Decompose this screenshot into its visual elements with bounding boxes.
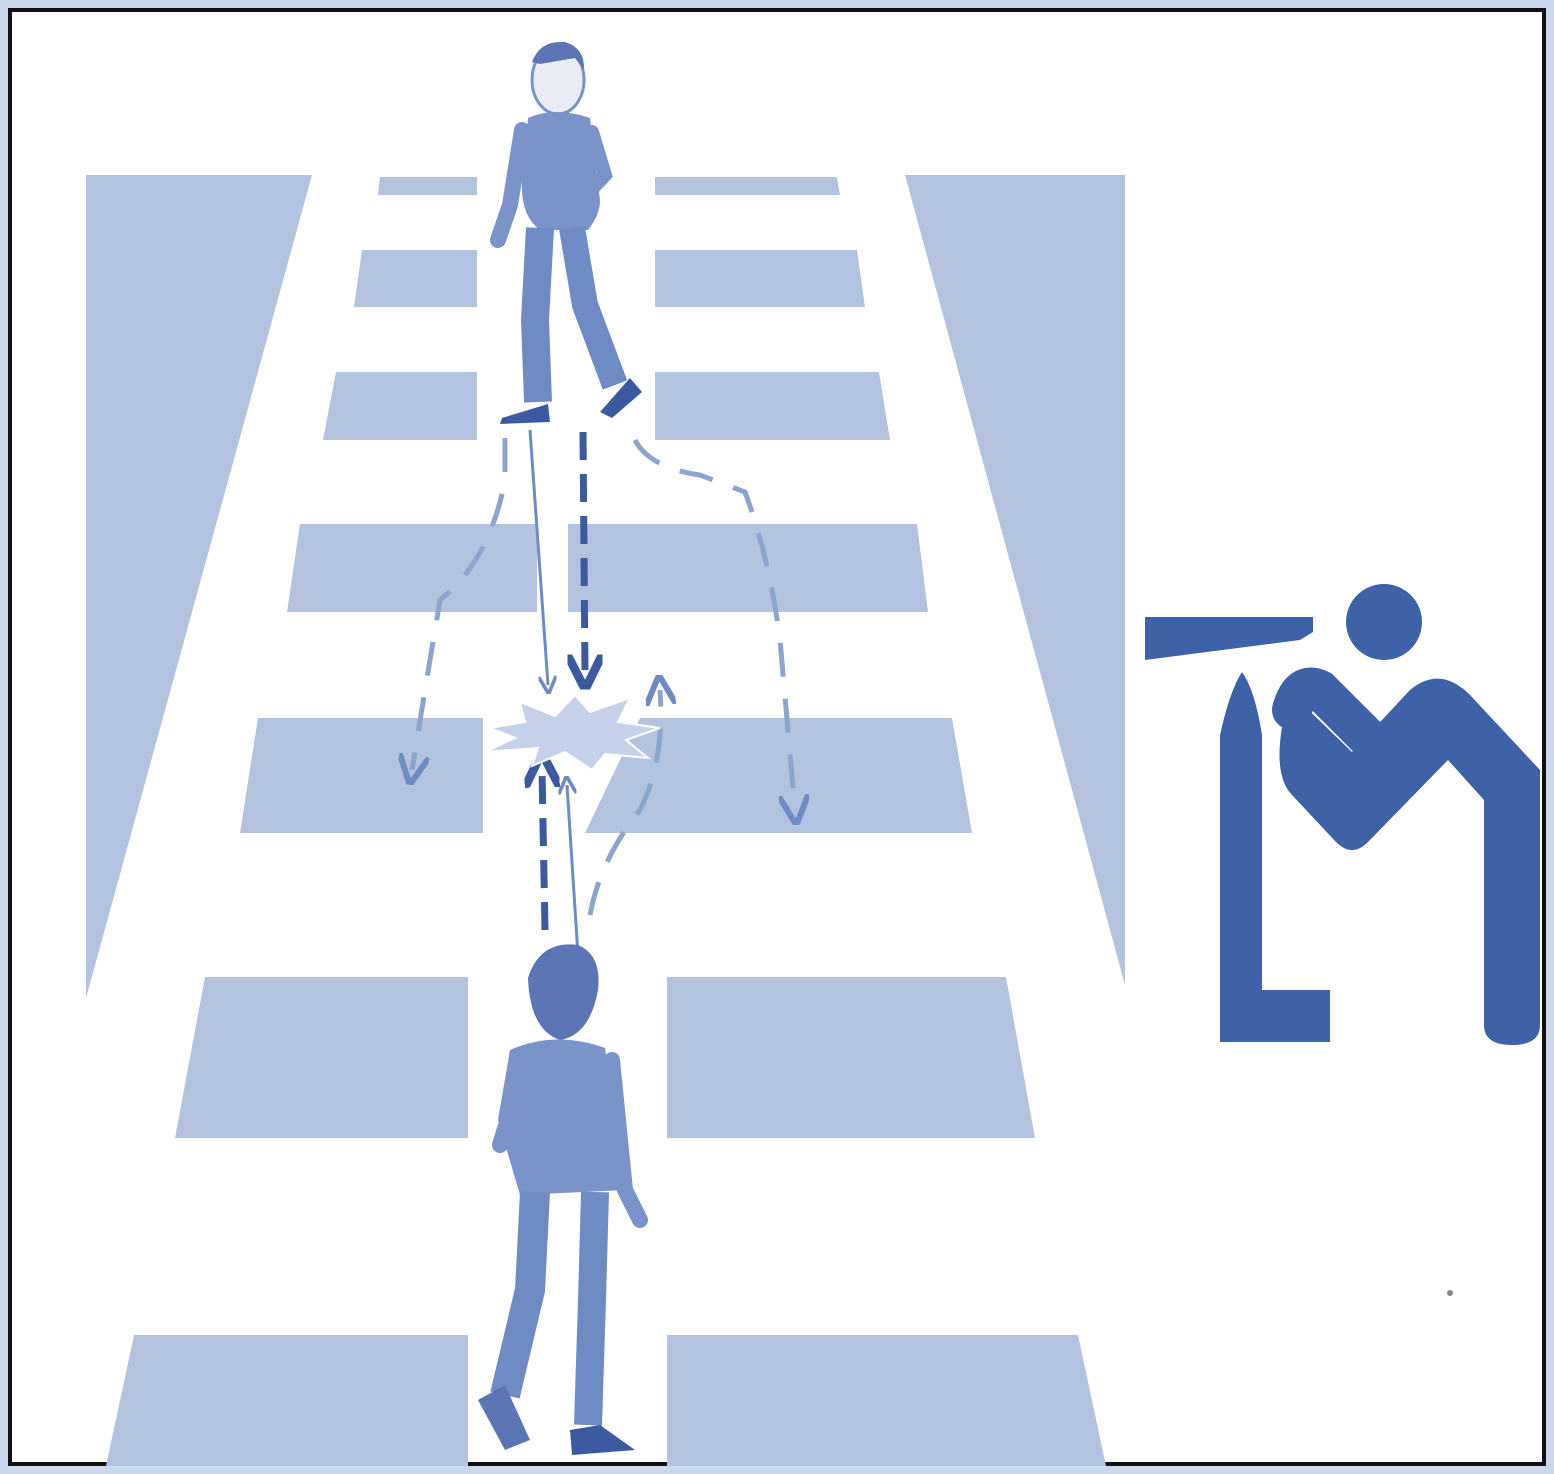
person-telescope-icon <box>1145 584 1540 1045</box>
left-wedge <box>86 175 312 998</box>
dot-mark <box>1447 1290 1453 1296</box>
right-wedge <box>905 175 1125 985</box>
arrow-near-solid <box>567 785 578 955</box>
walking-person-back-icon <box>478 944 640 1455</box>
crosswalk-diagram <box>8 8 1546 1466</box>
arrow-near-dashed <box>542 770 545 930</box>
trajectory-arrows <box>412 430 795 955</box>
walking-person-icon <box>477 42 655 430</box>
